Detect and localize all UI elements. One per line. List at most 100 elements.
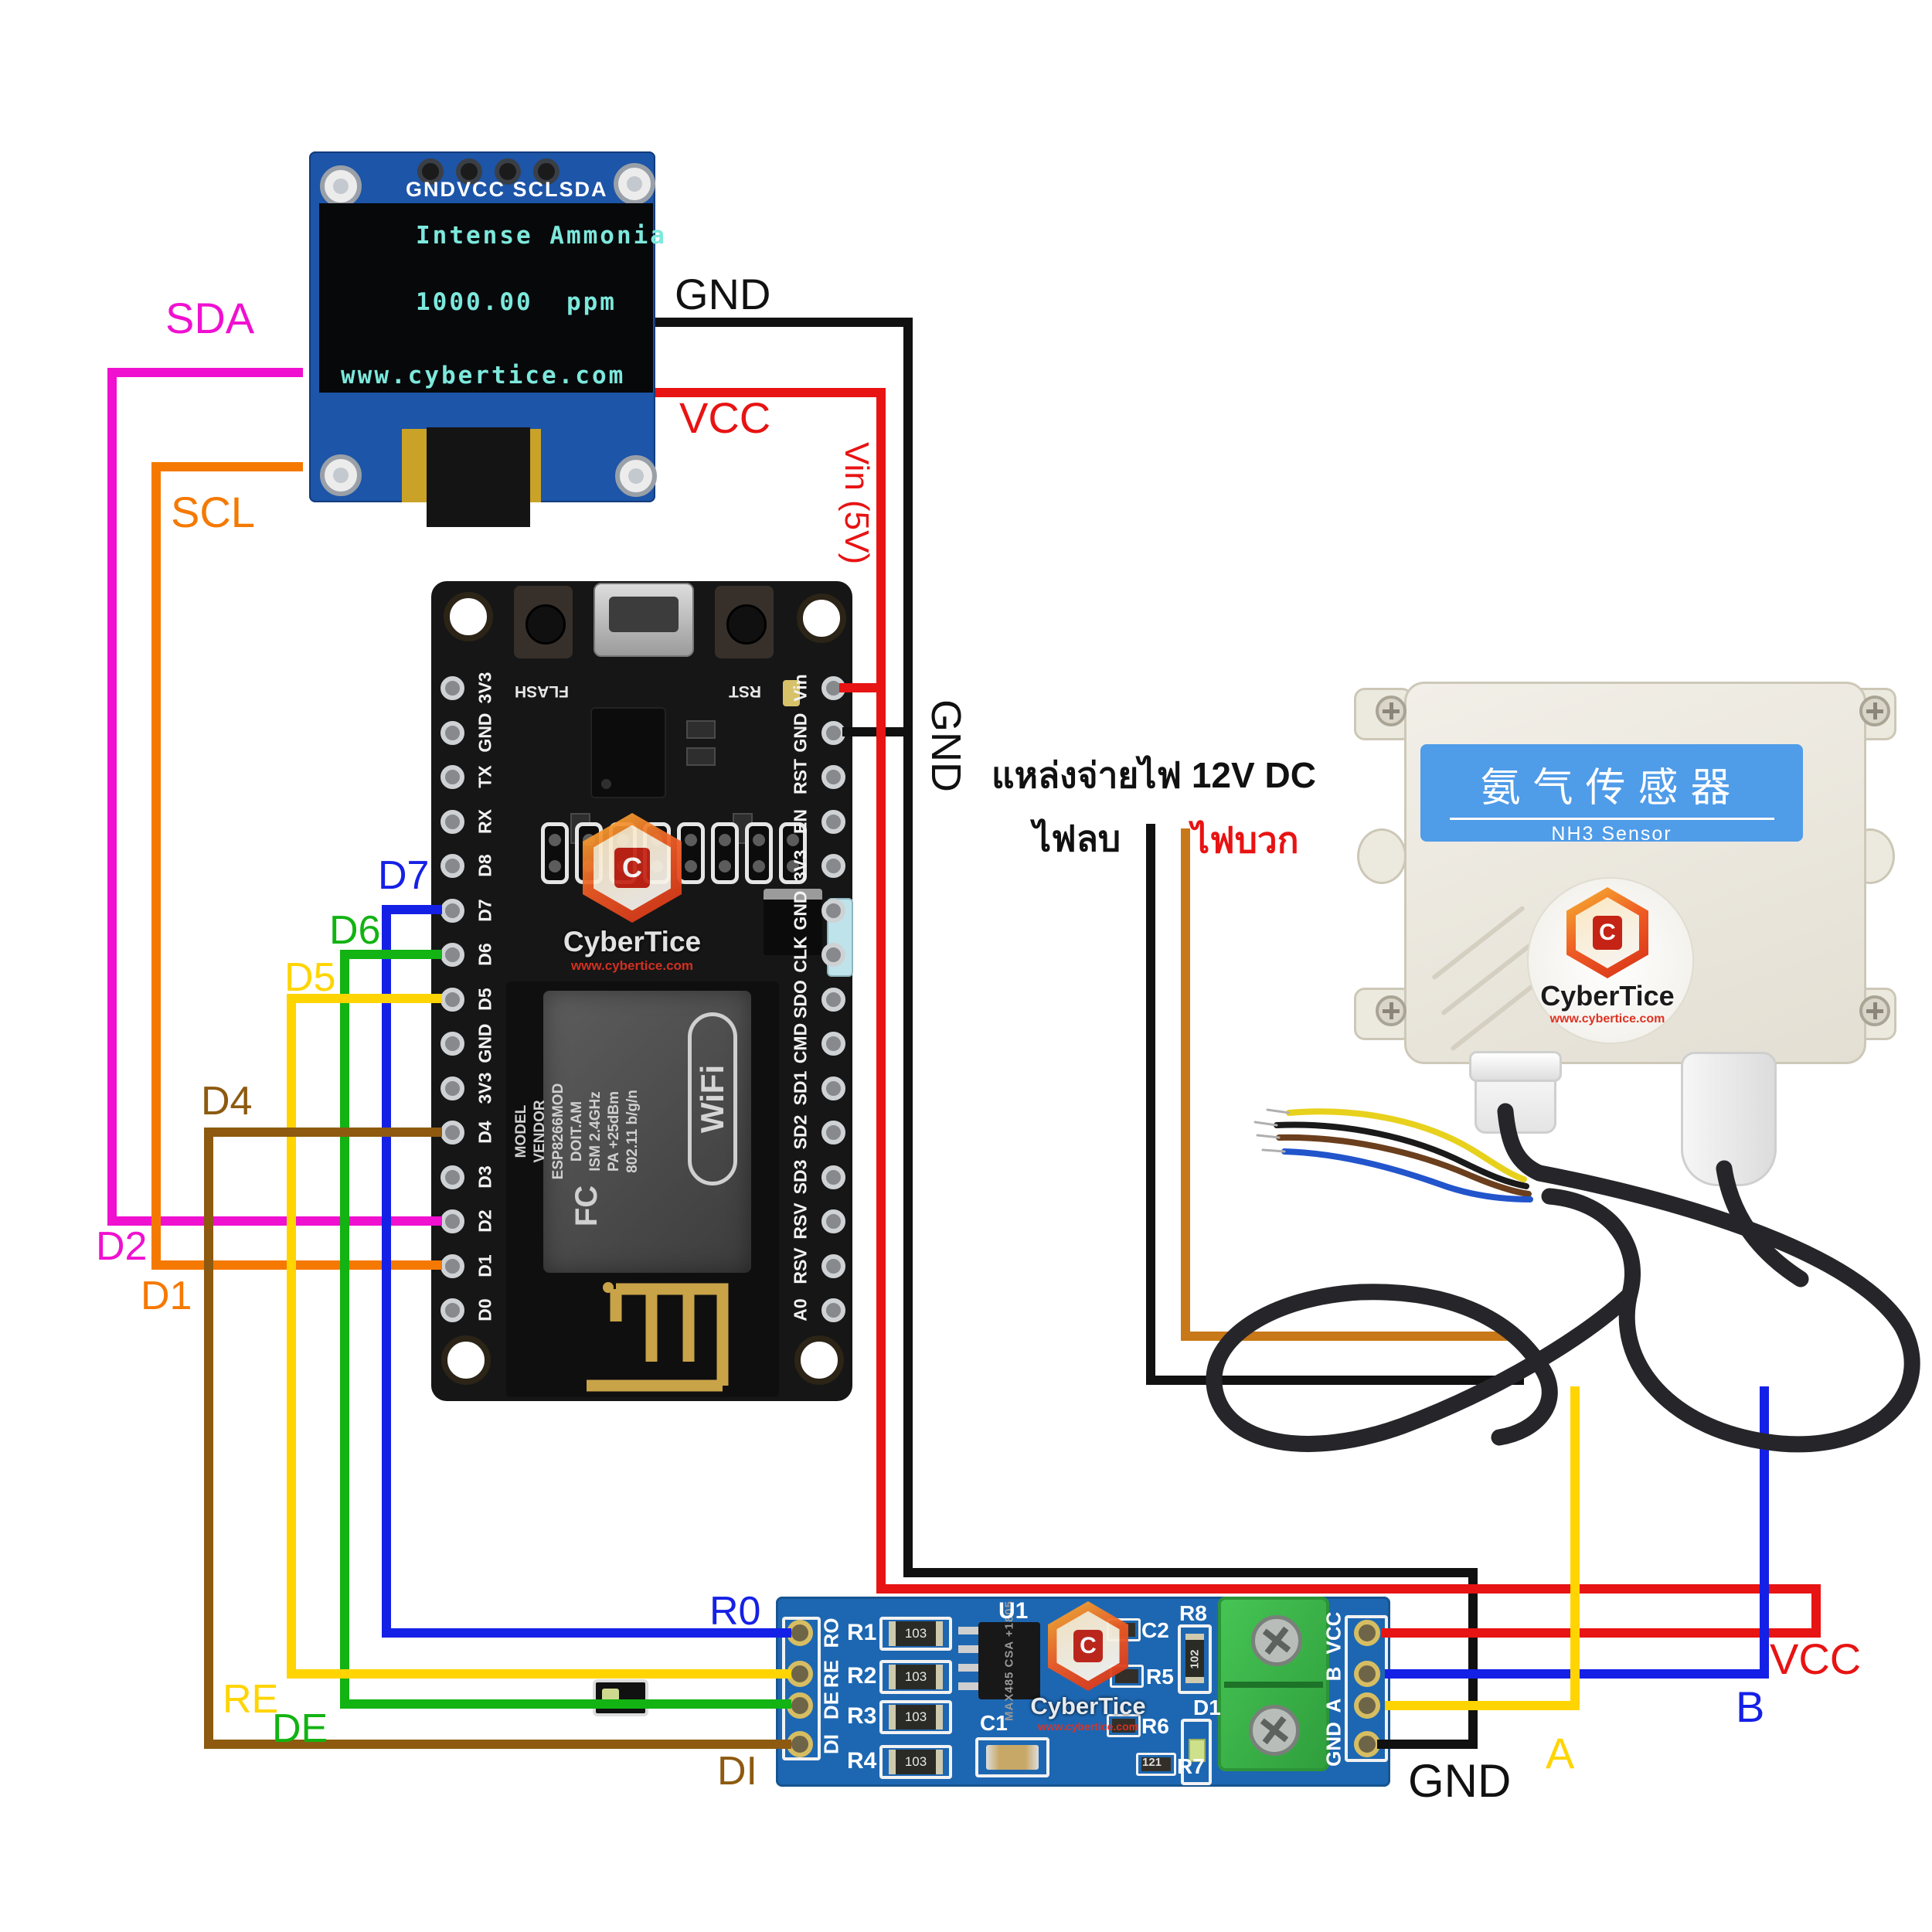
resistor-r8: 102: [1178, 1624, 1212, 1694]
cable-gland-out: [1497, 1103, 1548, 1182]
wire-d5-re: [287, 994, 791, 1679]
label-d2: D2: [96, 1224, 148, 1269]
label-r0: R0: [709, 1589, 761, 1634]
pin-pad: [440, 676, 464, 700]
reset-button: [715, 586, 774, 658]
cybertice-brand: CyberTice: [1030, 1692, 1146, 1719]
smd-part: [686, 720, 716, 739]
wire-d7-r0: [382, 905, 791, 1638]
pin-pad: [821, 987, 845, 1012]
pin-pad: [821, 765, 845, 789]
designator-r7: R7: [1177, 1754, 1205, 1778]
wire-d4-di: [204, 1128, 791, 1749]
power-led: [783, 680, 800, 706]
smd-resistor-121: [1136, 1753, 1176, 1776]
oled-screw-hole: [320, 454, 362, 496]
cybertice-url: www.cybertice.com: [1549, 1012, 1665, 1026]
resistor-outline: [879, 1617, 952, 1651]
label-gnd-right: GND: [923, 699, 969, 792]
oled-pin-gnd: [417, 158, 444, 185]
pin-pad: [821, 1209, 845, 1233]
pin-pad: [440, 1032, 464, 1056]
pin-pad: [440, 1209, 464, 1233]
mcu-screw-hole: [444, 592, 493, 641]
flash-button: [514, 586, 573, 658]
cable-tube-out: [1716, 1160, 1809, 1287]
resistor-r2-value: 103: [889, 1665, 943, 1689]
wire-vcc-main: [655, 388, 1821, 1638]
smd-resistor: [1107, 1714, 1141, 1737]
cybertice-letter: C: [1593, 916, 1622, 950]
designator-c2: C2: [1141, 1618, 1169, 1642]
oled-pin-vcc: [456, 158, 482, 185]
resistor-r1-value: 103: [889, 1621, 943, 1646]
cable-loop-right: [1531, 1165, 1920, 1453]
cybertice-url: www.cybertice.com: [1037, 1720, 1139, 1733]
rs485-right-pin-box: [1345, 1615, 1388, 1762]
rs485-pad-right: [1354, 1620, 1380, 1646]
pin-pad: [821, 809, 845, 834]
sensor-screw: [1376, 995, 1406, 1026]
sensor-screw: [1859, 995, 1890, 1026]
label-gnd-bot: GND: [1408, 1755, 1512, 1807]
sensor-title-cn: 氨气传感器: [1480, 766, 1743, 811]
cable-pig-black: [1274, 1121, 1529, 1189]
label-psu: แหล่งจ่ายไฟ 12V DC: [992, 755, 1316, 795]
cybertice-logo-sensor: C CyberTice www.cybertice.com: [1526, 887, 1689, 1026]
resistor-outline: [879, 1700, 952, 1734]
pin-pad: [440, 1121, 464, 1145]
wifi-logo: WiFi: [688, 1012, 737, 1185]
oled-pin-labels: GNDVCC SCLSDA: [406, 178, 608, 201]
label-vcc-bot: VCC: [1770, 1634, 1862, 1683]
capacitor-c1: [975, 1737, 1049, 1777]
resistor-r4-value: 103: [889, 1750, 943, 1774]
oled-display-module: GNDVCC SCLSDA Intense Ammonia 1000.00 pp…: [309, 151, 665, 527]
designator-d1: D1: [1193, 1696, 1221, 1719]
cybertice-letter: C: [1073, 1630, 1103, 1662]
designator-r5: R5: [1146, 1665, 1174, 1689]
label-d4: D4: [201, 1079, 253, 1124]
pin-pad: [440, 987, 464, 1012]
cybertice-watermark-nodemcu: C CyberTice www.cybertice.com: [545, 813, 719, 974]
pin-pad: [821, 1121, 845, 1145]
pin-pad: [821, 1253, 845, 1278]
mcu-screw-hole: [441, 1335, 491, 1385]
pin-pad: [440, 1298, 464, 1322]
oled-screw-hole: [614, 163, 655, 205]
cybertice-brand: CyberTice: [563, 926, 702, 957]
oled-screw-hole: [320, 165, 362, 207]
header-hole: [677, 822, 705, 884]
designator-r3: R3: [847, 1703, 877, 1729]
cybertice-watermark-rs485: C CyberTice www.cybertice.com: [1011, 1601, 1165, 1733]
designator-r1: R1: [847, 1620, 877, 1645]
label-di: DI: [717, 1749, 757, 1794]
resistor-121-value: 121: [1142, 1756, 1162, 1769]
usb-uart-chip: [592, 709, 665, 797]
designator-r6: R6: [1141, 1714, 1169, 1738]
cable-gland: [1469, 1051, 1562, 1134]
wire-d6-de: [340, 950, 791, 1709]
pin-pad: [440, 765, 464, 789]
rs485-left-pin-box: [782, 1617, 821, 1760]
label-vcc-top: VCC: [679, 393, 771, 442]
label-d5: D5: [284, 955, 336, 1000]
sensor-label: 氨气传感器 NH3 Sensor: [1420, 744, 1803, 845]
terminal-screw: [1251, 1615, 1302, 1666]
pin-pad: [440, 1165, 464, 1189]
label-gnd-top: GND: [675, 270, 771, 318]
pin-pad: [821, 1298, 845, 1322]
label-b-bot: B: [1736, 1682, 1765, 1731]
label-sda: SDA: [165, 294, 255, 342]
wire-psu-neg: [1146, 824, 1524, 1385]
wire-psu-pos: [1181, 828, 1519, 1341]
pin-pad: [440, 720, 464, 745]
cable-pig-yellow: [1286, 1108, 1527, 1182]
header-hole: [711, 822, 739, 884]
wire-b-wire: [1385, 1386, 1769, 1679]
rs485-pad-right: [1354, 1661, 1380, 1687]
oled-pin-sda: [533, 158, 560, 185]
